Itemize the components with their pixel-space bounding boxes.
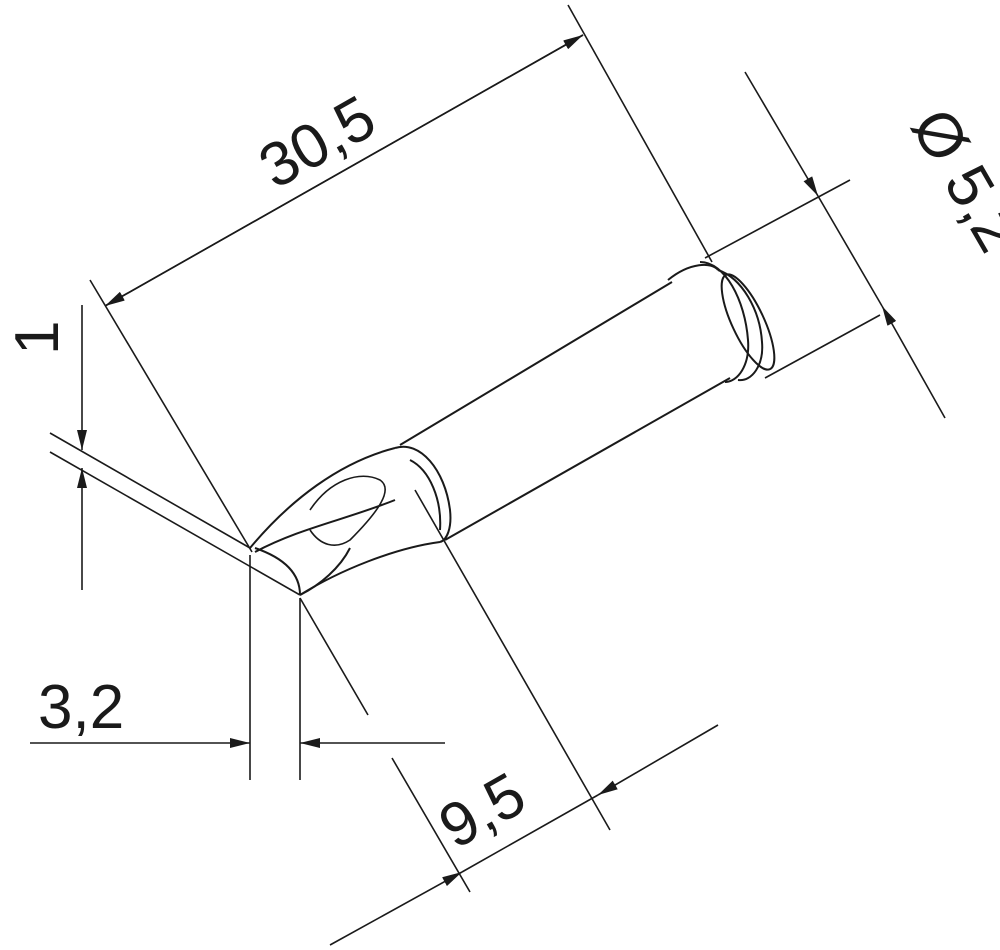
dimension-tip-length: 9,5 bbox=[329, 489, 719, 946]
dimension-tip-thickness: 1 bbox=[3, 305, 301, 596]
soldering-tip bbox=[249, 261, 776, 596]
dimension-label-overall-length: 30,5 bbox=[248, 83, 387, 202]
dimension-label-tip-thickness: 1 bbox=[3, 321, 72, 355]
dimension-label-tip-width: 3,2 bbox=[38, 673, 124, 742]
dimension-label-diameter: Ø 5,2 bbox=[898, 98, 1000, 264]
dimension-tip-width: 3,2 bbox=[30, 555, 445, 780]
dimension-diameter: Ø 5,2 bbox=[704, 71, 1000, 419]
dimension-overall-length: 30,5 bbox=[89, 4, 713, 553]
